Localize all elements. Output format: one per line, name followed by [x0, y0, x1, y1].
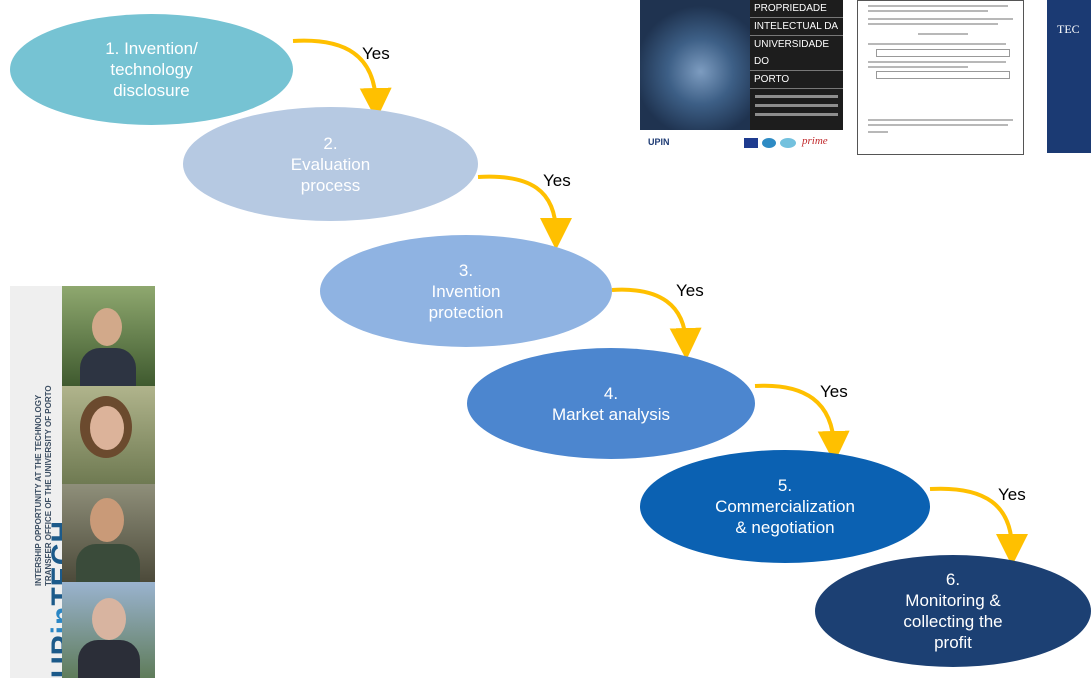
form-text-line [868, 43, 1006, 45]
form-text-line [868, 124, 1008, 126]
cover-text: TEC [1057, 22, 1080, 36]
brochure-title-line: INTELECTUAL DA [750, 18, 843, 36]
upin-logo: UPIN [648, 137, 670, 147]
connector-arrow [292, 38, 392, 120]
form-text-line [868, 23, 998, 25]
step-text-line: protection [428, 302, 504, 322]
poster-band [10, 286, 62, 678]
connector-arrow [611, 287, 702, 360]
form-text-line [918, 33, 968, 35]
cover-thumbnail: TEC [1047, 0, 1091, 153]
step-6-node: 6. Monitoring & collecting the profit [815, 555, 1091, 667]
form-field-box [876, 71, 1010, 79]
step-3-node: 3. Invention protection [320, 235, 612, 347]
partner-logo-icon [762, 138, 776, 148]
step-text-line: 2. [323, 133, 338, 153]
step-1-node: 1. Invention/ technology disclosure [10, 14, 293, 125]
brochure-footer: UPIN prime [640, 133, 843, 155]
person-photo [62, 286, 155, 386]
step-text-line: technology [110, 60, 193, 79]
brochure-title-line: PROPRIEDADE [750, 0, 843, 18]
step-text-line: disclosure [113, 81, 190, 100]
brochure-thumbnail: PROPRIEDADE INTELECTUAL DA UNIVERSIDADE … [640, 0, 843, 155]
step-text-line: 1. Invention/ [105, 39, 198, 58]
brochure-title-line: PORTO [750, 71, 843, 89]
prime-logo: prime [802, 135, 828, 147]
partner-logo-icon [780, 138, 796, 148]
step-text-line: process [300, 175, 361, 195]
form-text-line [868, 18, 1013, 20]
step-4-node: 4. Market analysis [467, 348, 755, 459]
step-5-node: 5. Commercialization & negotiation [640, 450, 930, 563]
yes-label: Yes [820, 382, 848, 401]
form-document-thumbnail [857, 0, 1024, 155]
eu-flag-icon [744, 138, 758, 148]
poster-thumbnail: UPinTECH INTERSHIP OPPORTUNITY AT THE TE… [10, 286, 155, 678]
person-photo [62, 582, 155, 678]
person-photo [62, 386, 155, 484]
brochure-text-line [755, 113, 838, 116]
form-field-box [876, 49, 1010, 57]
gear-image [640, 0, 750, 130]
yes-label: Yes [676, 281, 704, 300]
form-text-line [868, 5, 1008, 7]
step-2-node: 2. Evaluation process [183, 107, 478, 221]
form-text-line [868, 131, 888, 133]
form-text-line [868, 66, 968, 68]
connector-arrow [754, 383, 850, 463]
brochure-text-line [755, 95, 838, 98]
step-text-line: & negotiation [735, 518, 835, 537]
step-text-line: Commercialization [715, 497, 855, 516]
form-text-line [868, 61, 1006, 63]
step-text-line: Invention [431, 281, 501, 301]
connector-arrow [929, 486, 1028, 566]
brochure-text-line [755, 104, 838, 107]
person-photo [62, 484, 155, 582]
step-text-line: Market analysis [551, 404, 671, 424]
step-text-line: 6. [945, 570, 961, 589]
brochure-title-panel: PROPRIEDADE INTELECTUAL DA UNIVERSIDADE … [750, 0, 843, 130]
step-text-line: collecting the [903, 612, 1003, 631]
brochure-title-line: UNIVERSIDADE DO [750, 36, 843, 71]
yes-label: Yes [543, 171, 571, 190]
step-text-line: 5. [777, 476, 793, 495]
yes-label: Yes [362, 44, 390, 63]
connector-arrow [477, 174, 572, 250]
step-text-line: profit [934, 633, 972, 652]
step-text-line: 3. [458, 260, 474, 280]
form-text-line [868, 119, 1013, 121]
yes-label: Yes [998, 485, 1026, 504]
form-text-line [868, 10, 988, 12]
step-text-line: Monitoring & [905, 591, 1001, 610]
step-text-line: 4. [603, 383, 619, 403]
step-text-line: Evaluation [290, 154, 371, 174]
